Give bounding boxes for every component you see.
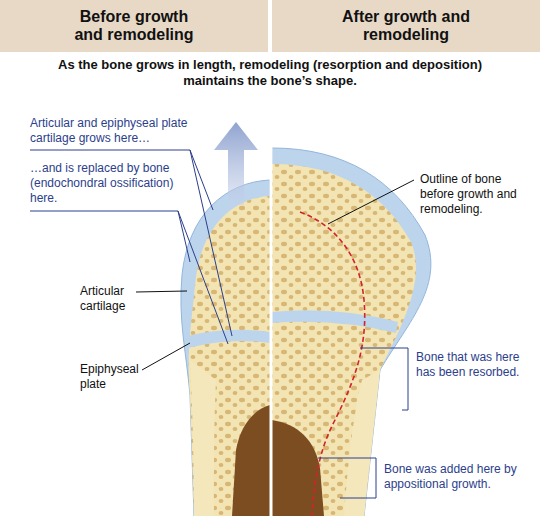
part-label: Articular cartilage xyxy=(80,284,150,314)
header-text: Before growth and remodeling xyxy=(67,8,201,44)
callout-text: Bone was added here by appositional grow… xyxy=(384,462,532,492)
callout-text: Bone that was here has been resorbed. xyxy=(416,350,531,380)
part-label: Epiphyseal plate xyxy=(80,362,155,392)
callout-text: …and is replaced by bone (endochondral o… xyxy=(30,161,175,206)
header-text: After growth and remodeling xyxy=(339,8,473,44)
header-band: Before growth and remodeling xyxy=(0,0,268,52)
subtitle: As the bone grows in length, remodeling … xyxy=(40,57,500,89)
callout-text: Articular and epiphyseal plate cartilage… xyxy=(30,116,195,146)
part-label: Outline of bone before growth and remode… xyxy=(420,172,532,217)
header-band: After growth and remodeling xyxy=(272,0,540,52)
